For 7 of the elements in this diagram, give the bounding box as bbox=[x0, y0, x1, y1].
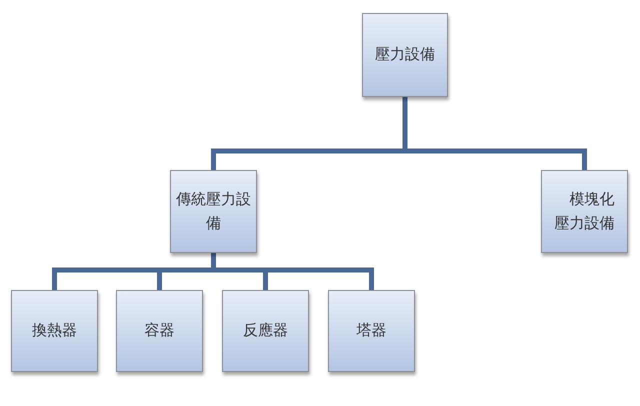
equipment-box: 容器 bbox=[116, 290, 203, 372]
category-box: 傳統壓力設備 bbox=[170, 170, 257, 253]
category-box: 模塊化壓力設備 bbox=[541, 170, 628, 253]
equipment-box: 反應器 bbox=[222, 290, 309, 372]
root-box: 壓力設備 bbox=[362, 13, 448, 97]
equipment-box: 換熱器 bbox=[11, 290, 98, 372]
equipment-box: 塔器 bbox=[328, 290, 415, 372]
